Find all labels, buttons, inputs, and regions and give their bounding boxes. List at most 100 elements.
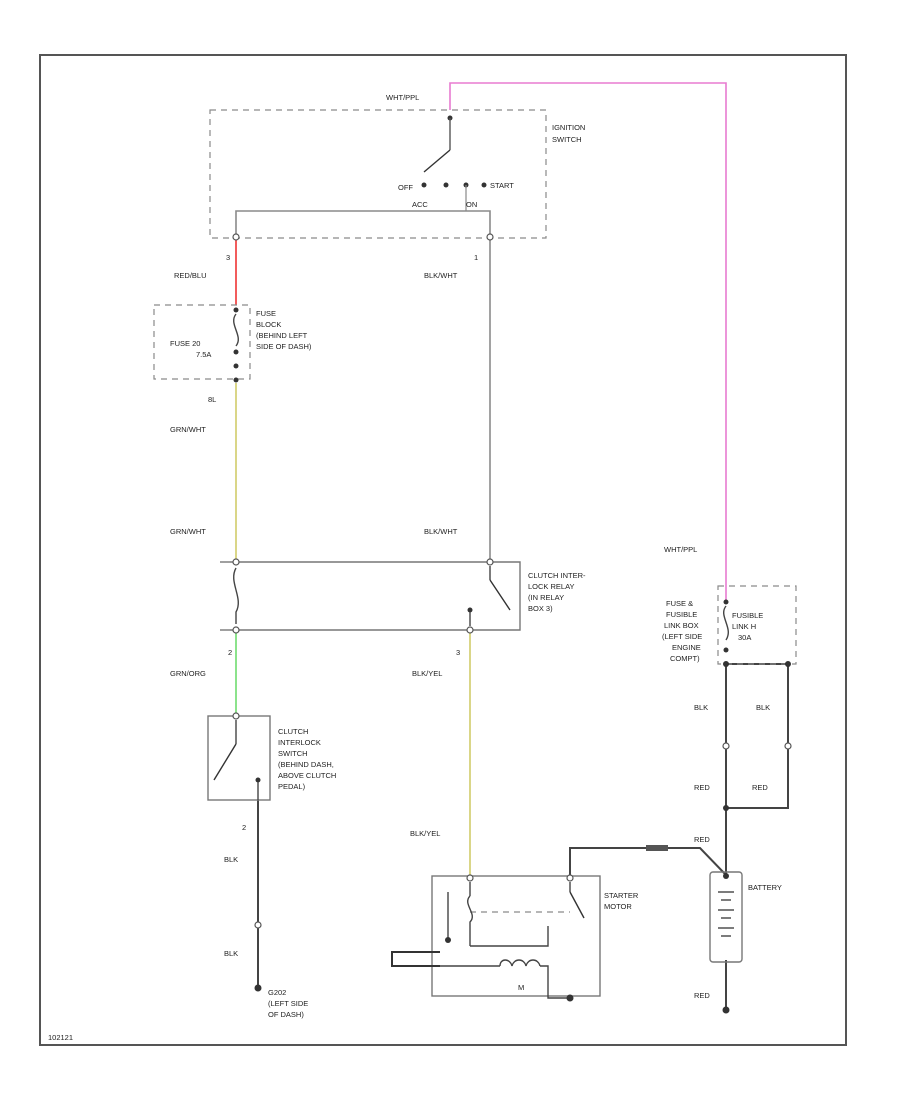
pin-clutch: 2 xyxy=(242,823,246,832)
relay-conn-tr xyxy=(486,558,494,566)
label-fl-right-3: 30A xyxy=(738,633,751,642)
fusible-mid-dot xyxy=(723,647,729,653)
relay-conn-br xyxy=(466,626,474,634)
starter-field-lead xyxy=(470,926,549,947)
label-fuse-20: FUSE 20 xyxy=(170,339,200,348)
battery-pos-dot xyxy=(723,873,729,879)
wire-blk-right-2 xyxy=(726,663,789,809)
label-fl-right-2: LINK H xyxy=(732,622,756,631)
clutch-conn-top xyxy=(232,712,240,720)
fuse-top-dot xyxy=(233,307,239,313)
label-fl-left-6: COMPT) xyxy=(670,654,700,663)
label-red-battery: RED xyxy=(694,835,710,844)
ignition-switch-blade xyxy=(423,149,451,173)
label-relay-3: (IN RELAY xyxy=(528,593,564,602)
pin-ign-right: 1 xyxy=(474,253,478,262)
fusible-right-dot xyxy=(785,661,791,667)
label-blk-yel-top: BLK/YEL xyxy=(412,669,442,678)
starter-hold-dot xyxy=(445,937,451,943)
pin-relay-bl: 2 xyxy=(228,648,232,657)
label-acc: ACC xyxy=(412,200,428,209)
fuse-bottom-dot xyxy=(233,377,239,383)
wire-wht-ppl-feed xyxy=(449,82,727,600)
clutch-switch-blade xyxy=(213,743,237,781)
label-blk-wht-top: BLK/WHT xyxy=(424,271,458,280)
label-ground-2: (LEFT SIDE xyxy=(268,999,308,1008)
label-ignition-2: SWITCH xyxy=(552,135,582,144)
label-fuse-amps: 7.5A xyxy=(196,350,211,359)
label-clutch-6: PEDAL) xyxy=(278,782,306,791)
label-red-right-2: RED xyxy=(752,783,768,792)
label-clutch-2: INTERLOCK xyxy=(278,738,321,747)
label-fuse-1: FUSE xyxy=(256,309,276,318)
starter-solenoid-coil xyxy=(467,895,473,946)
label-relay-2: LOCK RELAY xyxy=(528,582,575,591)
diagram-border xyxy=(39,54,847,1046)
label-grn-wht-mid: GRN/WHT xyxy=(170,527,206,536)
label-relay-4: BOX 3) xyxy=(528,604,553,613)
fusible-top-dot xyxy=(723,599,729,605)
pin-fuse: 8L xyxy=(208,395,216,404)
ignition-off-dot xyxy=(421,182,427,188)
label-grn-org: GRN/ORG xyxy=(170,669,206,678)
label-fl-left-3: LINK BOX xyxy=(664,621,699,630)
relay-conn-bl xyxy=(232,626,240,634)
label-blk-1: BLK xyxy=(224,855,238,864)
label-clutch-5: ABOVE CLUTCH xyxy=(278,771,336,780)
ignition-acc-dot xyxy=(443,182,449,188)
relay-box xyxy=(230,561,521,631)
label-starter-winding: M xyxy=(518,983,524,992)
label-blk-2: BLK xyxy=(224,949,238,958)
pin-ign-left: 3 xyxy=(226,253,230,262)
ground-dot xyxy=(254,984,262,992)
label-fuse-2: BLOCK xyxy=(256,320,281,329)
battery-cable-terminal xyxy=(646,845,668,851)
label-relay-1: CLUTCH INTER- xyxy=(528,571,586,580)
right-splice-dot xyxy=(723,805,729,811)
wire-battery-cable xyxy=(569,847,727,878)
relay-contact-dot xyxy=(467,607,473,613)
diagram-id: 102121 xyxy=(48,1033,73,1042)
label-blk-right-2: BLK xyxy=(756,703,770,712)
fuse-mid-dot xyxy=(233,349,239,355)
battery-box xyxy=(709,871,743,963)
label-ground-3: OF DASH) xyxy=(268,1010,304,1019)
starter-armature-dot xyxy=(566,994,574,1002)
pin-relay-br: 3 xyxy=(456,648,460,657)
label-wht-ppl-top: WHT/PPL xyxy=(386,93,419,102)
ignition-conn-right xyxy=(486,233,494,241)
label-fl-left-4: (LEFT SIDE xyxy=(662,632,702,641)
label-start: START xyxy=(490,181,514,190)
fusible-element xyxy=(723,605,729,641)
starter-field-winding xyxy=(499,959,541,967)
right-conn-2 xyxy=(784,742,792,750)
ground-conn xyxy=(254,921,262,929)
label-clutch-4: (BEHIND DASH, xyxy=(278,760,334,769)
starter-armature-lead xyxy=(540,965,570,999)
label-clutch-1: CLUTCH xyxy=(278,727,308,736)
starter-box xyxy=(431,875,601,997)
clutch-switch-box xyxy=(207,715,271,801)
label-grn-wht-top: GRN/WHT xyxy=(170,425,206,434)
label-starter-2: MOTOR xyxy=(604,902,632,911)
label-red-blu: RED/BLU xyxy=(174,271,207,280)
label-ground-1: G202 xyxy=(268,988,286,997)
starter-conn-b xyxy=(566,874,574,882)
fusible-link-box xyxy=(717,585,797,665)
label-fl-right-1: FUSIBLE xyxy=(732,611,763,620)
label-fl-left-2: FUSIBLE xyxy=(666,610,697,619)
label-fuse-3: (BEHIND LEFT xyxy=(256,331,308,340)
label-fuse-4: SIDE OF DASH) xyxy=(256,342,312,351)
label-starter-1: STARTER xyxy=(604,891,639,900)
fusible-left-dot xyxy=(723,661,729,667)
label-battery: BATTERY xyxy=(748,883,782,892)
label-blk-wht-mid: BLK/WHT xyxy=(424,527,458,536)
battery-ground-dot xyxy=(722,1006,730,1014)
ignition-switch-box xyxy=(209,109,547,239)
starter-conn-s xyxy=(466,874,474,882)
label-off: OFF xyxy=(398,183,413,192)
label-wht-ppl-right: WHT/PPL xyxy=(664,545,697,554)
starter-ground-strap xyxy=(391,951,440,967)
label-blk-right-1: BLK xyxy=(694,703,708,712)
ignition-start-dot xyxy=(481,182,487,188)
